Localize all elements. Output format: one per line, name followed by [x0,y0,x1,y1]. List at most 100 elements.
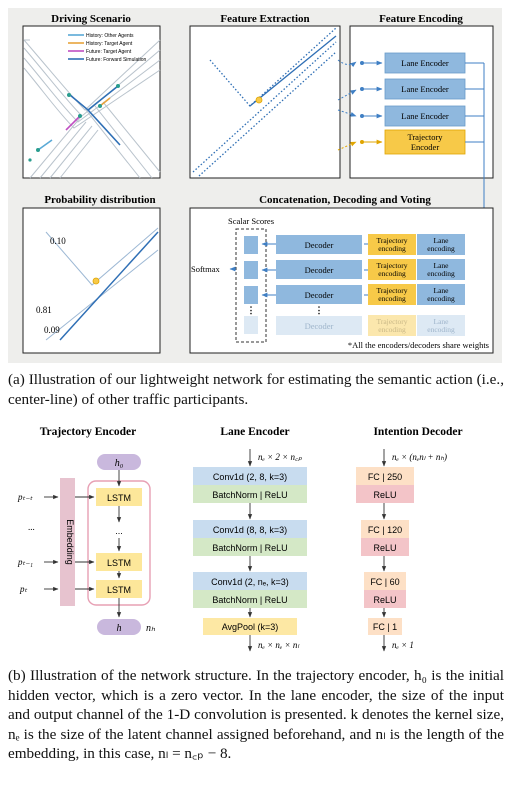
target-agent-marker [255,96,263,104]
trajectory-lines [37,85,121,151]
softmax-label: Softmax [191,264,221,274]
h0-label: h₀ [115,458,124,469]
legend-label-3: Future: Target Agent [86,49,132,55]
feature-encoding-title: Feature Encoding [379,13,463,25]
decoder-label-2: Decoder [305,265,334,275]
lane-output-shape: nₑ × nₑ × nₗ [258,640,300,650]
agent-markers [28,84,120,162]
prob-agent-marker [92,277,100,285]
conv2-box [193,520,307,538]
relu2-label: ReLU [373,543,396,553]
prob-value-1: 0.10 [50,236,66,246]
lane-encoding-1b: encoding [427,244,455,253]
input-p-t: pₜ [19,584,28,594]
relu2-box [361,538,409,556]
avgpool-box [203,618,297,635]
relu3-label: ReLU [373,595,396,605]
caption-b: (b) Illustration of the network structur… [8,667,504,762]
avgpool-label: AvgPool (k=3) [222,622,279,632]
fc4-box [368,618,402,635]
driving-legend: History: Other Agents History: Target Ag… [68,33,147,63]
decoder-output-shape: nₑ × 1 [392,640,414,650]
lane-encoding-4b: encoding [427,325,455,334]
decoder-label-1: Decoder [305,240,334,250]
traj-encoding-4a: Trajectory [377,317,408,326]
lane-dot-2 [360,87,364,91]
prob-value-2: 0.81 [36,305,52,315]
decoder-label-4: Decoder [305,321,334,331]
lane-dot-3 [360,114,364,118]
score-3 [244,286,258,304]
h-node [97,619,141,635]
traj-encoder-arrows [44,470,122,618]
traj-encoding-1b: encoding [378,244,406,253]
lane-encoding-4a: Lane [434,317,450,326]
decoder-input-shape: nₑ × (nₑnₗ + nₕ) [392,452,447,462]
traj-encoding-3a: Trajectory [377,286,408,295]
embedding-bar [60,478,75,606]
input-p-t-minus-1: pₜ₋₁ [17,557,33,567]
conv3-label: Conv1d (2, nₑ, k=3) [211,577,289,587]
fc1-box [356,467,414,485]
traj-encoding-2b: encoding [378,269,406,278]
lane-encoder-label-2: Lane Encoder [401,84,449,94]
conv1-label: Conv1d (2, 8, k=3) [213,472,287,482]
traj-encoding-1a: Trajectory [377,236,408,245]
score-1 [244,236,258,254]
h-label: h [117,623,122,634]
traj-encoding-3b: encoding [378,294,406,303]
embedding-label: Embedding [65,519,75,565]
conv2-label: Conv1d (8, 8, k=3) [213,525,287,535]
intention-decoder-title: Intention Decoder [373,426,462,438]
bn3-box [193,590,307,608]
concat-title: Concatenation, Decoding and Voting [259,194,431,206]
conv3-box [193,572,307,590]
lane-dot-1 [360,61,364,65]
lane-encoder-title: Lane Encoder [220,426,289,438]
lane-input-shape: nₑ × 2 × n꜀ₚ [258,452,302,462]
caption-a: (a) Illustration of our lightweight netw… [8,371,504,408]
trajectory-encoder-label-1: Trajectory [407,132,443,142]
h0-node [97,454,141,470]
score-2 [244,261,258,279]
bn1-label: BatchNorm | ReLU [212,490,287,500]
lstm-cell-2 [96,553,142,571]
fc3-box [364,572,406,590]
lane-encoding-2a: Lane [434,261,450,270]
probability-title: Probability distribution [44,194,155,206]
decoder-rows [261,234,465,336]
lane-encoder-label-1: Lane Encoder [401,58,449,68]
trajectory-encoder-label-2: Encoder [411,142,439,152]
bn2-box [193,538,307,556]
input-p-t-minus-T: pₜ₋ₜ [17,492,33,502]
road-map [23,39,161,179]
legend-label-2: History: Target Agent [86,41,133,47]
trajectory-encoder-title: Trajectory Encoder [40,426,137,438]
score-4 [244,316,258,334]
legend-label-1: History: Other Agents [86,33,134,39]
fc1-label: FC | 250 [368,472,402,482]
relu1-label: ReLU [373,490,396,500]
probability-lanes [45,227,159,341]
lane-encoding-1a: Lane [434,236,450,245]
fc3-label: FC | 60 [370,577,399,587]
decoder-label-3: Decoder [305,290,334,300]
prob-value-3: 0.09 [44,325,60,335]
input-dots: ... [28,522,35,532]
bn3-label: BatchNorm | ReLU [212,595,287,605]
conv1-box [193,467,307,485]
best-lane [59,231,159,341]
shared-weights-note: *All the encoders/decoders share weights [348,340,489,350]
lane-encoding-2b: encoding [427,269,455,278]
lane-encoding-3a: Lane [434,286,450,295]
fc4-label: FC | 1 [373,622,397,632]
relu1-box [356,485,414,503]
target-lane [249,35,337,107]
traj-encoding-4b: encoding [378,325,406,334]
lstm-cell-3 [96,580,142,598]
bn2-label: BatchNorm | ReLU [212,543,287,553]
driving-scenario-title: Driving Scenario [51,13,131,25]
feature-extraction-box [189,25,341,179]
nh-label: nₕ [146,623,156,634]
